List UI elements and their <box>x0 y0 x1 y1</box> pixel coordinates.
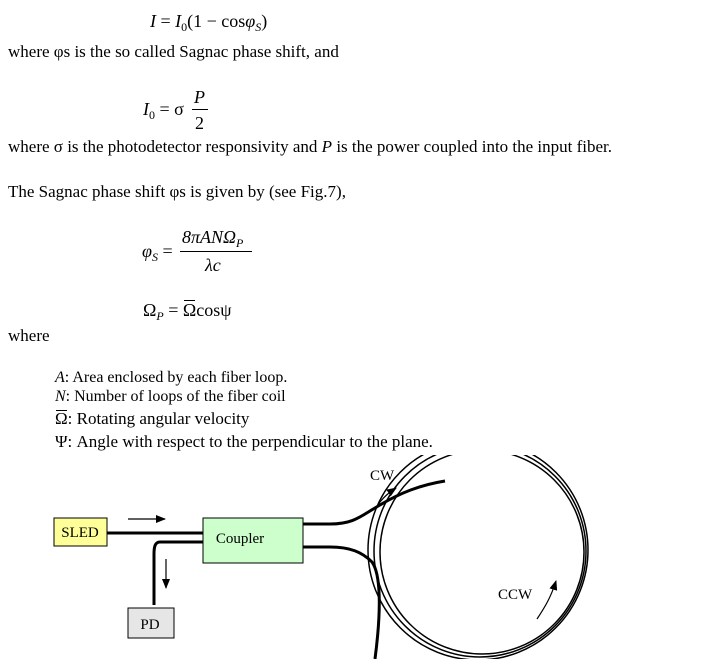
eq2-sigma: = σ <box>159 99 184 119</box>
eq3-lhs-sub: S <box>151 250 158 264</box>
eq1-close: ) <box>261 11 268 31</box>
eq2-lhs-sub: 0 <box>149 108 155 122</box>
sled-box <box>53 517 108 547</box>
fiber-coil <box>367 455 589 659</box>
def-psi-text: : Angle with respect to the perpendicula… <box>67 432 433 451</box>
eq4-lhs-sub: P <box>156 309 164 323</box>
fiber-lines <box>107 479 446 659</box>
pd-label: PD <box>140 617 159 633</box>
fiber-coupler-bottom <box>303 545 381 659</box>
coupler-label: Coupler <box>216 531 264 547</box>
text-where-sagnac: where φs is the so called Sagnac phase s… <box>8 42 339 61</box>
eq2-lhs: I <box>143 99 149 119</box>
eq1-lhs: I <box>150 11 156 31</box>
eq2-denominator: 2 <box>195 113 204 133</box>
eq1-i0-sub: 0 <box>181 20 188 34</box>
sled-label: SLED <box>61 525 99 541</box>
fiber-loop-1 <box>367 455 589 659</box>
equation-phase-shift: φS = <box>142 240 173 264</box>
eq1-phi-sub: S <box>255 20 262 34</box>
definition-psi: Ψ: Angle with respect to the perpendicul… <box>55 432 433 452</box>
eq3-lhs: φ <box>142 241 152 261</box>
ccw-arrow <box>536 580 558 620</box>
def-omega-symbol: Ω <box>55 409 68 428</box>
def-psi-symbol: Ψ <box>55 432 68 451</box>
eq3-equals: = <box>162 241 173 261</box>
sagnac-diagram: SLED Coupler PD CW CCW <box>53 455 589 659</box>
definition-a: A: Area enclosed by each fiber loop. <box>55 368 287 388</box>
cw-arrow <box>377 487 397 506</box>
ccw-label: CCW <box>498 587 533 603</box>
eq3-num-text: 8πANΩ <box>182 227 237 247</box>
equation-intensity: I = I0(1 − cosφS) <box>150 10 267 34</box>
eq1-i0: I <box>175 11 182 31</box>
fiber-loop-3 <box>379 455 585 655</box>
eq1-phi: φ <box>245 11 256 31</box>
equation-i0: I0 = σ <box>143 98 184 122</box>
eq1-paren: (1 − cos <box>187 11 246 31</box>
text-sagnac-given: The Sagnac phase shift φs is given by (s… <box>8 182 346 201</box>
fiber-coupler-pd <box>152 540 203 605</box>
coupler-box <box>202 517 304 564</box>
eq4-cos-psi: cosψ <box>196 300 232 320</box>
definition-n: N: Number of loops of the fiber coil <box>55 387 286 407</box>
eq3-denominator: λc <box>205 255 221 275</box>
text-where-sigma-b: is the power coupled into the input fibe… <box>332 137 613 156</box>
eq4-omega-bar: Ω <box>182 300 197 320</box>
def-n-text: : Number of loops of the fiber coil <box>65 388 286 405</box>
def-n-symbol: N <box>55 388 66 405</box>
eq3-numerator: 8πANΩP <box>182 226 243 250</box>
eq3-fraction-bar <box>180 251 252 252</box>
eq2-numerator: P <box>194 87 205 107</box>
text-where: where <box>8 326 50 345</box>
text-where-sigma-p: P <box>321 137 333 156</box>
fiber-coupler-top <box>303 479 446 526</box>
equation-omega-p: ΩP = Ωcosψ <box>143 299 232 323</box>
eq2-fraction-bar <box>192 109 208 110</box>
eq4-lhs: Ω <box>143 300 157 320</box>
pd-box <box>127 607 175 639</box>
eq3-num-sub: P <box>236 236 244 250</box>
cw-label: CW <box>370 468 395 484</box>
def-omega-text: : Rotating angular velocity <box>67 409 250 428</box>
text-where-sigma-a: where σ is the photodetector responsivit… <box>8 137 322 156</box>
def-a-text: : Area enclosed by each fiber loop. <box>64 369 288 386</box>
text-where-sigma: where σ is the photodetector responsivit… <box>8 137 612 157</box>
eq1-equals: = <box>160 11 171 31</box>
fiber-loop-2 <box>373 455 587 658</box>
eq4-equals: = <box>168 300 179 320</box>
def-a-symbol: A <box>55 369 65 386</box>
definition-omega: Ω: Rotating angular velocity <box>55 409 249 429</box>
